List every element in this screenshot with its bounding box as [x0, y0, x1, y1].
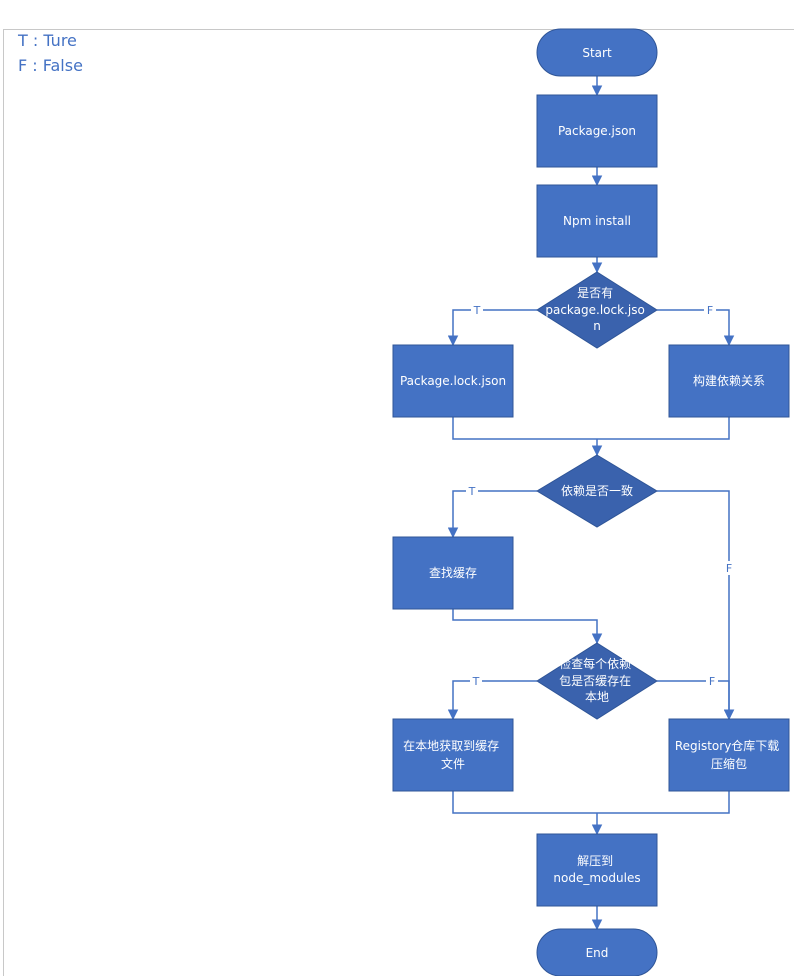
svg-text:是否有 package.lock.jso: 是否有 package.lock.jso n	[545, 286, 648, 333]
edge-label-t-match: T	[468, 485, 476, 498]
svg-text:Registory仓库下载 压缩包: Registory仓库下载 压缩包	[675, 738, 783, 771]
extract-node: 解压到 node_modules	[536, 833, 658, 907]
check-cache-line-3: 本地	[585, 690, 609, 704]
has-lock-line-1: 是否有	[577, 286, 613, 300]
find-cache-node: 查找缓存	[392, 536, 514, 610]
package-lock-node: Package.lock.json	[392, 344, 514, 418]
edge-get-local-merge	[452, 791, 597, 814]
get-local-line-2: 文件	[441, 756, 465, 771]
edge-label-f-match: F	[726, 562, 732, 575]
start-node: Start	[536, 28, 658, 77]
svg-text:解压到 node_modules: 解压到 node_modules	[553, 854, 640, 885]
extract-line-1: 解压到	[577, 854, 613, 868]
has-lock-line-2: package.lock.jso	[545, 303, 644, 317]
edge-label-t-lock: T	[473, 304, 481, 317]
npm-install-label: Npm install	[563, 214, 631, 228]
package-json-label: Package.json	[558, 124, 636, 138]
edge-build-deps-merge	[597, 417, 730, 440]
deps-match-decision: 依赖是否一致	[536, 454, 658, 528]
legend-false: F : False	[18, 56, 83, 75]
find-cache-label: 查找缓存	[429, 566, 477, 580]
end-node: End	[536, 928, 658, 976]
extract-line-2: node_modules	[553, 871, 640, 885]
build-deps-node: 构建依赖关系	[668, 344, 790, 418]
start-label: Start	[582, 46, 612, 60]
edge-check-cache-false	[657, 680, 735, 721]
edge-has-lock-false	[657, 309, 735, 347]
edge-package-lock-merge	[452, 417, 597, 440]
registry-node: Registory仓库下载 压缩包	[668, 718, 790, 792]
package-json-node: Package.json	[536, 94, 658, 168]
get-local-line-1: 在本地获取到缓存	[403, 739, 499, 753]
edge-label-f-cache: F	[709, 675, 715, 688]
edge-has-lock-true	[447, 309, 537, 347]
build-deps-label: 构建依赖关系	[693, 373, 765, 388]
package-lock-label: Package.lock.json	[400, 374, 506, 388]
edge-label-f-lock: F	[707, 304, 713, 317]
end-label: End	[586, 946, 609, 960]
legend-true: T : Ture	[18, 31, 77, 50]
npm-install-node: Npm install	[536, 184, 658, 258]
frame-top-border	[3, 29, 794, 30]
edge-check-cache-true	[447, 680, 537, 721]
check-cache-decision: 检查每个依赖 包是否缓存在 本地	[536, 642, 658, 720]
has-lock-line-3: n	[593, 319, 601, 333]
edge-find-cache-to-check-cache	[452, 609, 603, 645]
deps-match-label: 依赖是否一致	[561, 483, 633, 498]
edge-label-t-cache: T	[472, 675, 480, 688]
registry-line-1: Registory仓库下载	[675, 738, 779, 753]
check-cache-line-2: 包是否缓存在	[559, 674, 631, 688]
frame-left-border	[3, 29, 4, 976]
check-cache-line-1: 检查每个依赖	[559, 656, 631, 671]
get-local-node: 在本地获取到缓存 文件	[392, 718, 514, 792]
registry-line-2: 压缩包	[711, 756, 747, 771]
svg-text:检查每个依赖 包是否缓存在 本地: 检查每个依赖 包是否缓存在 本地	[559, 656, 635, 704]
edge-deps-match-true	[447, 490, 537, 539]
svg-text:在本地获取到缓存 文件: 在本地获取到缓存 文件	[403, 739, 503, 771]
edge-deps-match-false	[657, 490, 735, 721]
edge-registry-merge	[597, 791, 730, 814]
has-lock-decision: 是否有 package.lock.jso n	[536, 271, 658, 349]
